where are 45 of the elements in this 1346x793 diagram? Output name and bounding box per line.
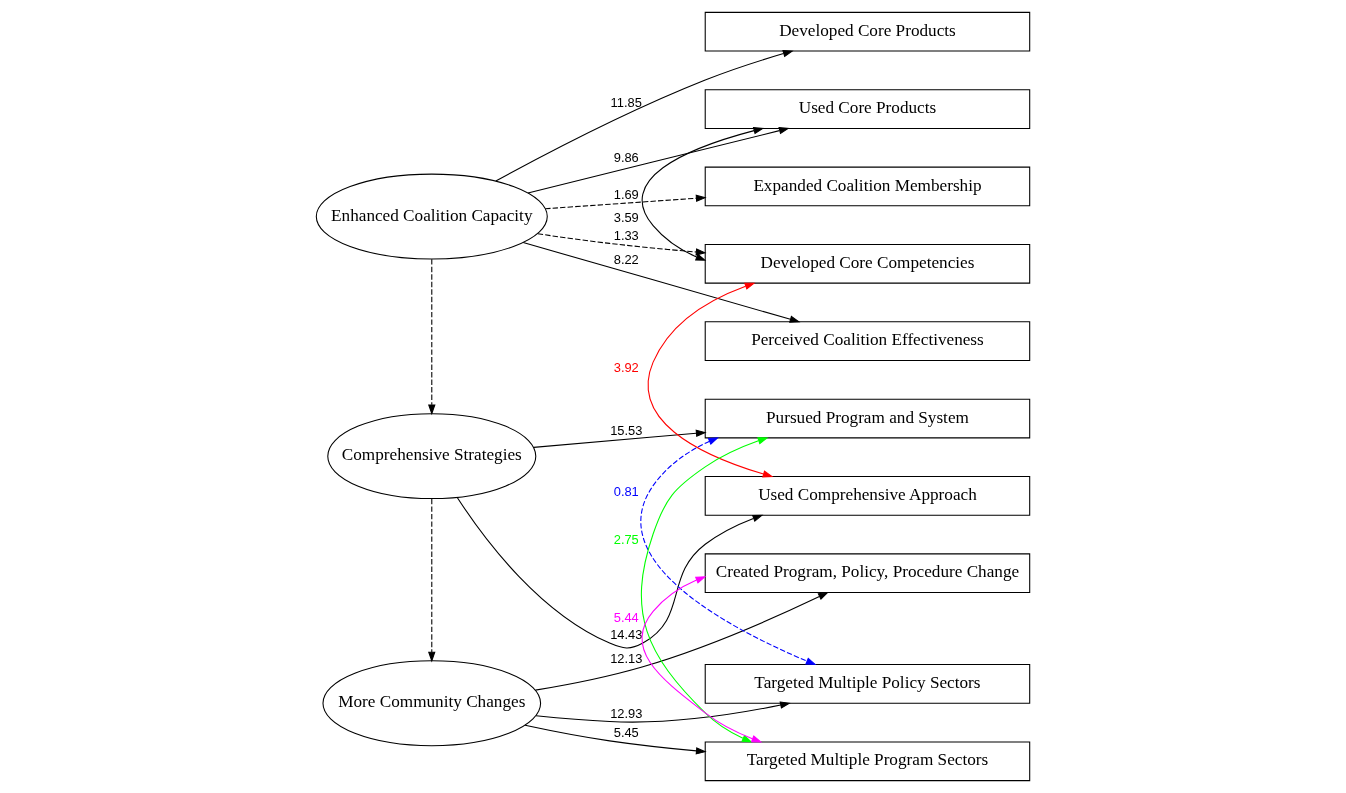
edge-label: 11.85 xyxy=(610,94,642,110)
edge-label: 5.45 xyxy=(613,725,639,741)
arrow xyxy=(495,50,794,182)
edge-label: 12.13 xyxy=(610,651,643,667)
node-box: Expanded Coalition Membership xyxy=(704,166,1031,207)
arrow xyxy=(544,194,707,210)
arrow xyxy=(641,127,765,261)
arrow xyxy=(533,429,707,448)
edge-label: 3.59 xyxy=(613,210,639,226)
edge-label: 9.86 xyxy=(613,150,639,166)
edge-label: 1.33 xyxy=(613,227,639,243)
node-box: Perceived Coalition Effectiveness xyxy=(704,321,1031,362)
arrow xyxy=(641,437,769,743)
node-box: Developed Core Products xyxy=(704,11,1031,52)
arrow xyxy=(428,498,436,663)
arrow xyxy=(456,496,764,649)
arrow xyxy=(524,724,707,755)
edge-label: 15.53 xyxy=(610,423,643,439)
node-ellipse: Comprehensive Strategies xyxy=(327,413,537,500)
node-box: Created Program, Policy, Procedure Change xyxy=(704,553,1031,594)
arrow xyxy=(535,701,791,723)
node-box: Used Core Products xyxy=(704,89,1031,129)
arrow xyxy=(534,592,829,691)
arrow xyxy=(640,437,817,666)
edge-label: 2.75 xyxy=(613,532,639,548)
edge-label: 0.81 xyxy=(613,483,639,499)
edge-label: 12.93 xyxy=(610,705,643,721)
arrow xyxy=(537,233,707,256)
node-box: Targeted Multiple Policy Sectors xyxy=(704,664,1031,704)
arrow xyxy=(522,241,801,323)
node-ellipse: Enhanced Coalition Capacity xyxy=(315,173,548,260)
arrow xyxy=(527,127,790,194)
node-box: Used Comprehensive Approach xyxy=(704,476,1031,516)
node-ellipse: More Community Changes xyxy=(322,660,542,747)
arrow xyxy=(647,282,774,478)
node-box: Developed Core Competencies xyxy=(704,243,1031,284)
edge-label: 1.69 xyxy=(613,186,639,202)
edge-label: 5.44 xyxy=(613,609,639,625)
node-box: Pursued Program and System xyxy=(704,398,1031,439)
arrow xyxy=(428,258,436,416)
edge-label: 3.92 xyxy=(613,360,639,376)
edge-label: 8.22 xyxy=(613,252,639,268)
arrow xyxy=(641,576,763,743)
node-box: Targeted Multiple Program Sectors xyxy=(704,741,1031,782)
edge-label: 14.43 xyxy=(610,627,643,643)
